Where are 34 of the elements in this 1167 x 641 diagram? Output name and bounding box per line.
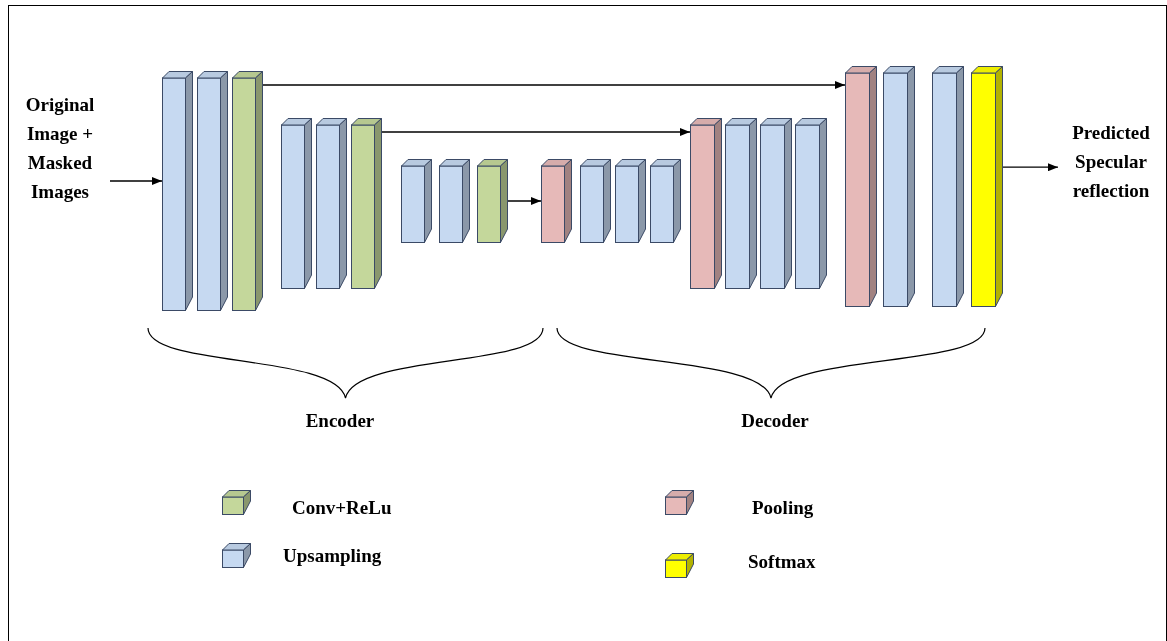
section-label: Encoder	[304, 410, 376, 432]
layer-block	[281, 118, 312, 289]
layer-block	[477, 159, 508, 243]
layer-block	[580, 159, 611, 243]
layer-block	[932, 66, 964, 307]
arrow	[262, 81, 846, 89]
layer-block	[650, 159, 681, 243]
layer-block	[883, 66, 915, 307]
arrow	[109, 177, 163, 185]
layer-block	[401, 159, 432, 243]
layer-block	[316, 118, 347, 289]
layer-block	[197, 71, 228, 311]
arrow	[507, 197, 542, 205]
layer-block	[439, 159, 470, 243]
section-label: Decoder	[740, 410, 810, 432]
layer-block	[162, 71, 193, 311]
layer-block	[971, 66, 1003, 307]
layer-block	[615, 159, 646, 243]
arrow	[381, 128, 691, 136]
layer-block	[232, 71, 263, 311]
layer-block	[845, 66, 877, 307]
layer-block	[725, 118, 757, 289]
layer-block	[760, 118, 792, 289]
layer-block	[795, 118, 827, 289]
arrow	[1002, 163, 1059, 172]
legend-label: Conv+ReLu	[292, 497, 392, 519]
legend-label: Pooling	[752, 497, 814, 519]
layer-block	[541, 159, 572, 243]
legend-label: Upsampling	[283, 545, 382, 567]
io-label: Original Image + Masked Images	[10, 90, 110, 206]
legend-label: Softmax	[748, 551, 816, 573]
io-label: Predicted Specular reflection	[1058, 118, 1164, 205]
layer-block	[351, 118, 382, 289]
layer-block	[690, 118, 722, 289]
